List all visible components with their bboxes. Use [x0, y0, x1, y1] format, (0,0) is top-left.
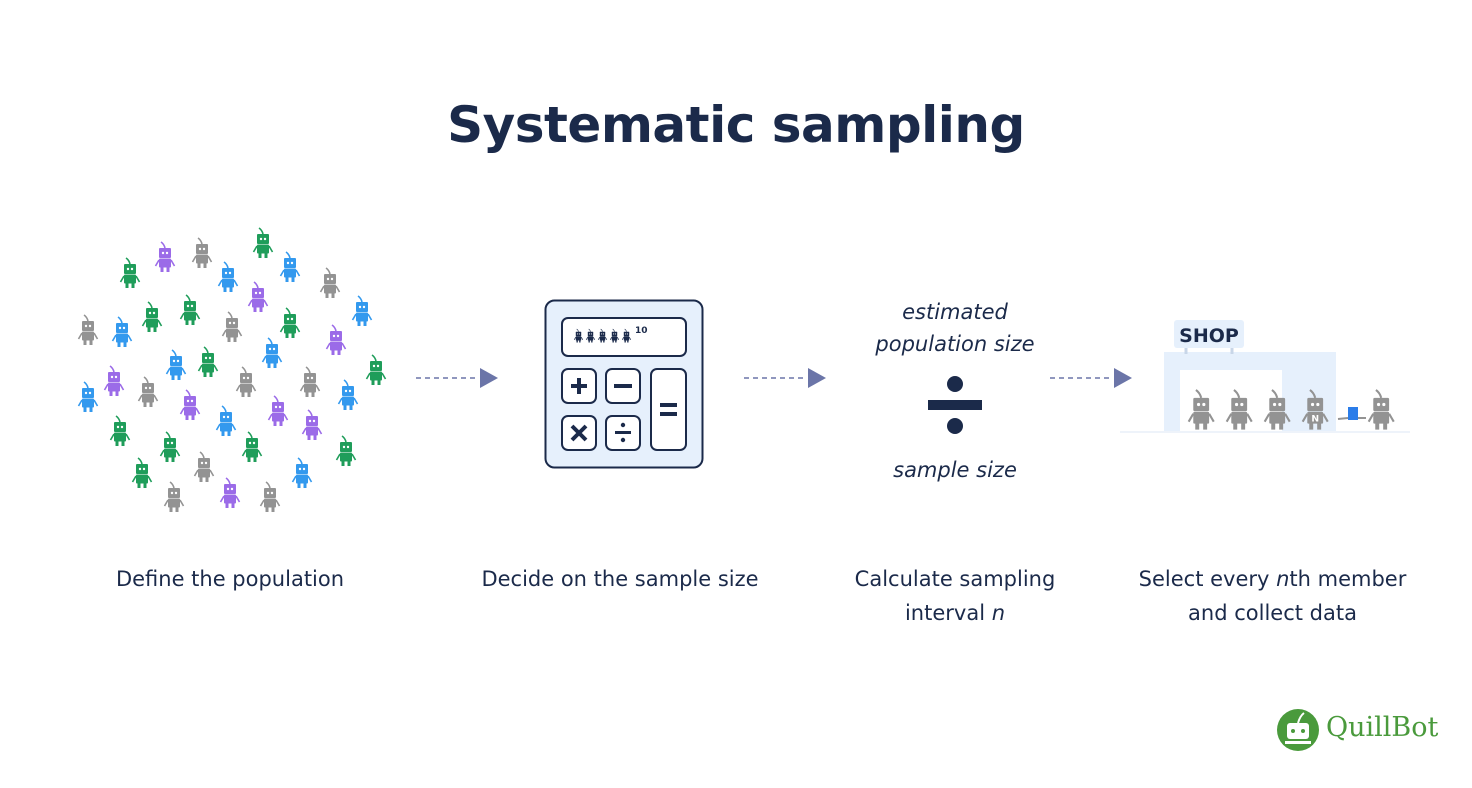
robot-icon — [609, 328, 620, 343]
robot-icon — [215, 405, 237, 436]
robot-icon — [241, 431, 263, 462]
arrow-icon — [1050, 368, 1132, 388]
robot-icon — [351, 295, 373, 326]
shop-queue-icon: SHOP N — [1120, 320, 1410, 433]
robot-icon — [365, 354, 387, 385]
robot-icon — [279, 251, 301, 282]
robot-icon — [325, 324, 347, 355]
caption-italic-n: n — [1276, 567, 1290, 591]
robot-icon — [77, 381, 99, 412]
step-4-caption-line-1: Select every nth member — [1110, 562, 1435, 596]
robot-icon — [597, 328, 608, 343]
robot-icon — [319, 267, 341, 298]
multiply-key — [561, 415, 597, 451]
divide-key — [605, 415, 641, 451]
robot-icon — [163, 481, 185, 512]
robot-icon — [261, 337, 283, 368]
plus-key — [561, 368, 597, 404]
robot-icon — [299, 366, 321, 397]
robot-icon — [191, 237, 213, 268]
data-card-icon — [1348, 407, 1358, 420]
robot-icon — [621, 328, 632, 343]
shop-sign — [1174, 320, 1244, 348]
robot-icon — [109, 415, 131, 446]
robot-icon — [585, 328, 596, 343]
arrow-icon — [416, 368, 498, 388]
step-3-caption: Calculate sampling interval n — [820, 562, 1090, 630]
caption-text: th member — [1289, 567, 1407, 591]
robot-icon — [131, 457, 153, 488]
brand-name: QuillBot — [1326, 712, 1439, 743]
step-3-caption-line-2: interval n — [820, 596, 1090, 630]
equals-key — [650, 368, 687, 451]
arrow-icon — [744, 368, 826, 388]
robot-icon — [1263, 389, 1291, 430]
robot-icon — [247, 281, 269, 312]
robot-icon — [159, 431, 181, 462]
step-2-caption: Decide on the sample size — [481, 567, 759, 591]
display-exponent: 10 — [635, 326, 648, 336]
numerator-line-2: population size — [875, 332, 1035, 356]
robot-icon — [235, 366, 257, 397]
sampling-interval-formula: estimated population size sample size — [850, 290, 1060, 490]
robot-icon — [137, 376, 159, 407]
robot-icon — [179, 294, 201, 325]
robot-icon — [193, 451, 215, 482]
robot-icon — [279, 307, 301, 338]
svg-text:N: N — [1311, 414, 1319, 425]
robot-icon — [141, 301, 163, 332]
caption-italic-n: n — [991, 601, 1006, 625]
mini-robot-icons — [573, 328, 632, 343]
numerator-line-1: estimated — [902, 300, 1008, 324]
step-3-caption-line-1: Calculate sampling — [854, 567, 1056, 591]
quillbot-logo-icon — [1277, 709, 1319, 751]
robot-icon — [267, 395, 289, 426]
robot-icon — [1187, 389, 1215, 430]
robot-icon — [301, 409, 323, 440]
minus-key — [605, 368, 641, 404]
robot-population-icon — [77, 227, 387, 512]
robot-icon — [111, 316, 133, 347]
robot-icon — [259, 481, 281, 512]
robot-icon — [197, 346, 219, 377]
robot-icon — [252, 227, 274, 258]
step-1-caption: Define the population — [115, 567, 345, 591]
step-4-caption: Select every nth member and collect data — [1110, 562, 1435, 630]
robot-icon — [103, 365, 125, 396]
shop-sign-text: SHOP — [1179, 325, 1239, 347]
caption-text: interval — [904, 601, 992, 625]
robot-icon — [219, 477, 241, 508]
denominator-text: sample size — [893, 458, 1017, 482]
robot-icon — [77, 314, 99, 345]
page-title: Systematic sampling — [447, 96, 1025, 154]
robot-icon — [337, 379, 359, 410]
quillbot-logo: QuillBot — [1276, 708, 1446, 754]
robot-icon — [179, 389, 201, 420]
step-4-caption-line-2: and collect data — [1188, 601, 1357, 625]
calculator-icon: 10 — [544, 299, 704, 469]
numerator-text: estimated population size — [850, 296, 1060, 360]
robot-icon: N — [1301, 389, 1329, 430]
robot-icon — [573, 328, 584, 343]
robot-icon — [165, 349, 187, 380]
robot-icon — [335, 435, 357, 466]
robot-icon — [1225, 389, 1253, 430]
robot-icon — [1367, 389, 1395, 430]
robot-icon — [217, 261, 239, 292]
robot-icon — [119, 257, 141, 288]
robot-icon — [154, 241, 176, 272]
caption-text: Select every — [1138, 567, 1277, 591]
robot-icon — [291, 457, 313, 488]
division-icon — [928, 376, 982, 434]
robot-icon — [221, 311, 243, 342]
